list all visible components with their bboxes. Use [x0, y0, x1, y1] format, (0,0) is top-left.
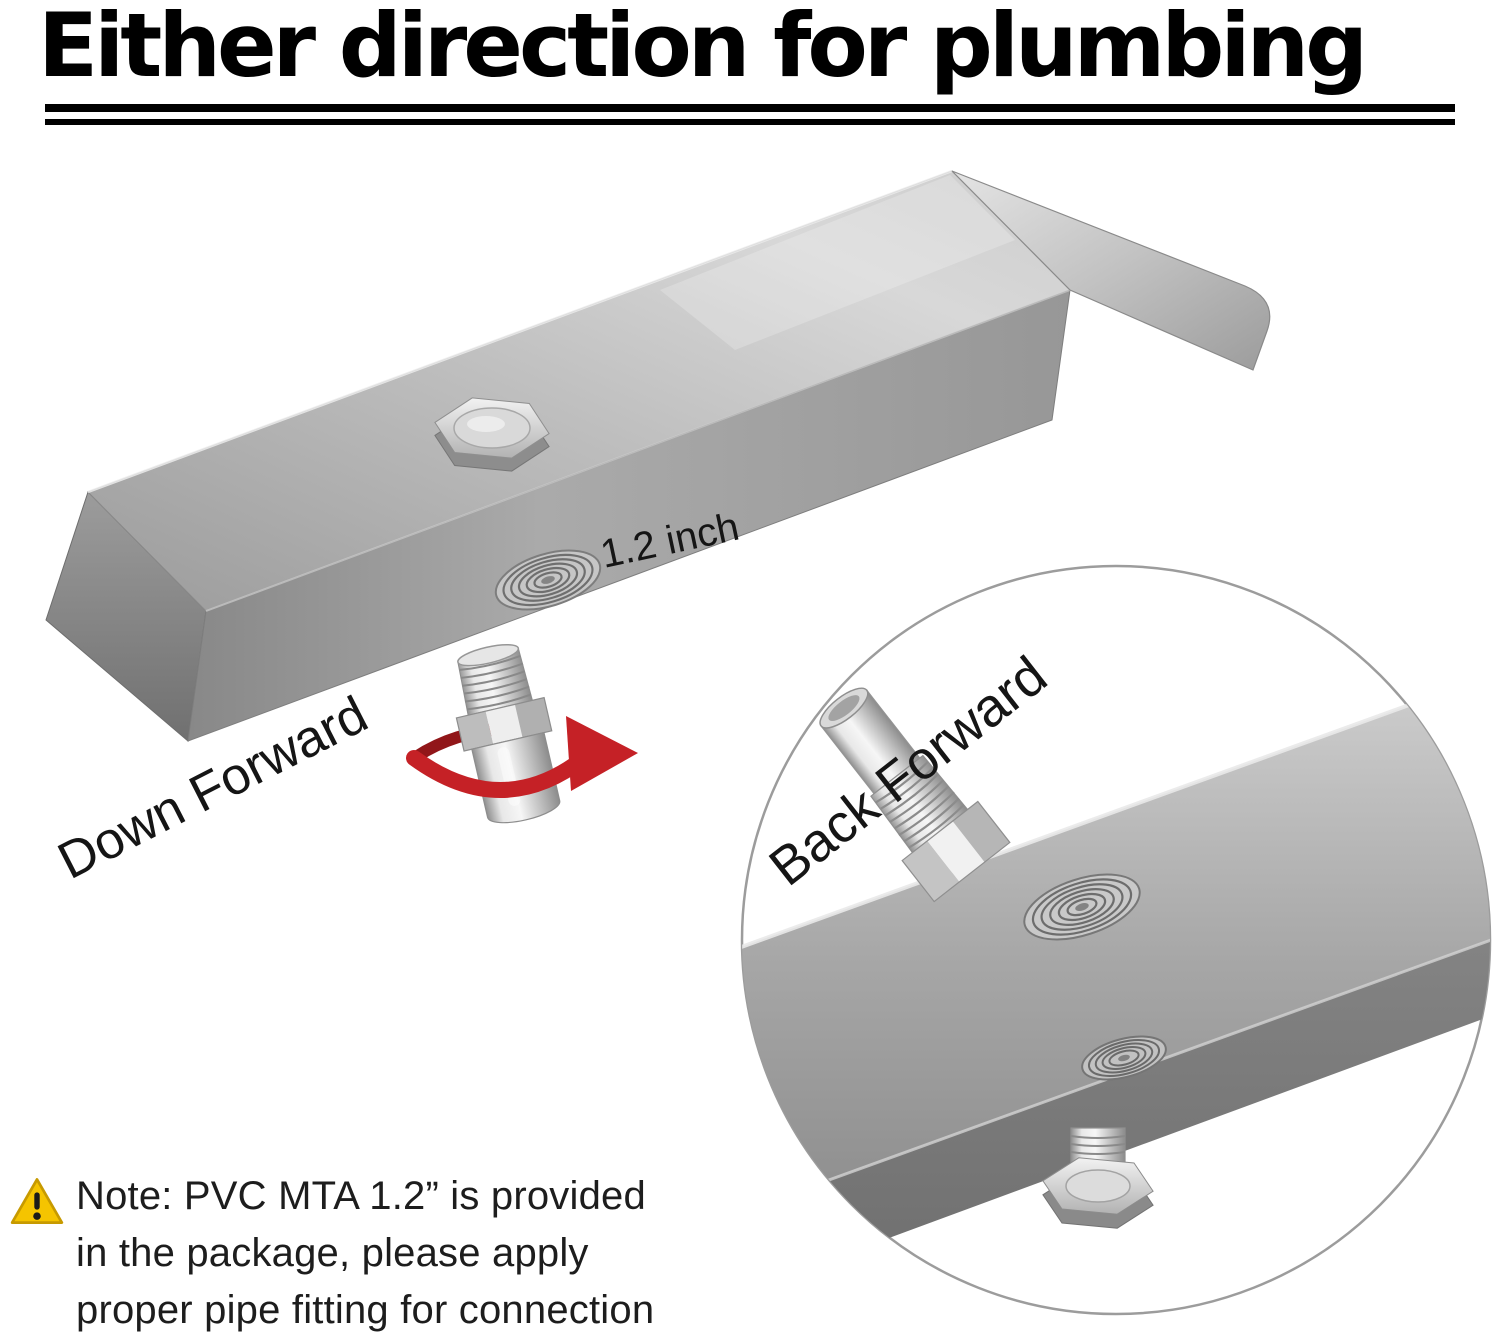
page-title: Either direction for plumbing — [38, 0, 1368, 97]
inset-hex-plug — [1042, 1127, 1154, 1229]
inset-band-top-edge — [742, 670, 1490, 964]
threaded-hole-main — [494, 549, 602, 611]
warning-icon — [10, 1178, 64, 1224]
inset-plug-threads — [1070, 1135, 1126, 1155]
inset-pipe-fitting — [819, 687, 1011, 903]
bracket-top-edge-highlight — [87, 169, 953, 494]
bracket-top-sheen — [660, 175, 1015, 350]
note-text: Note: PVC MTA 1.2” is provided in the pa… — [76, 1168, 654, 1336]
hex-bolt — [434, 397, 550, 472]
rotation-arrow-icon — [406, 716, 638, 798]
bracket — [45, 169, 1271, 742]
inset-fitting-hex-base — [901, 800, 1011, 903]
inset-threaded-hole-lower — [1081, 1035, 1167, 1081]
bracket-right-flange — [951, 170, 1271, 371]
bracket-fold-line — [205, 289, 1071, 612]
inset-band-bottom-strip — [760, 915, 1490, 1280]
inset-fitting-threads — [875, 761, 965, 849]
note-line: in the package, please apply — [76, 1230, 589, 1275]
fitting-threads — [459, 655, 532, 711]
note-line: proper pipe fitting for connection — [76, 1287, 655, 1332]
pipe-fitting — [455, 643, 561, 824]
inset-view — [742, 670, 1490, 1280]
inset-band — [742, 672, 1490, 1205]
note-block: Note: PVC MTA 1.2” is provided in the pa… — [10, 1168, 654, 1336]
title-underline-top — [45, 104, 1455, 112]
title-underline-bottom — [45, 119, 1455, 125]
note-line: Note: PVC MTA 1.2” is provided — [76, 1174, 646, 1218]
inset-threaded-hole-upper — [1023, 873, 1141, 941]
